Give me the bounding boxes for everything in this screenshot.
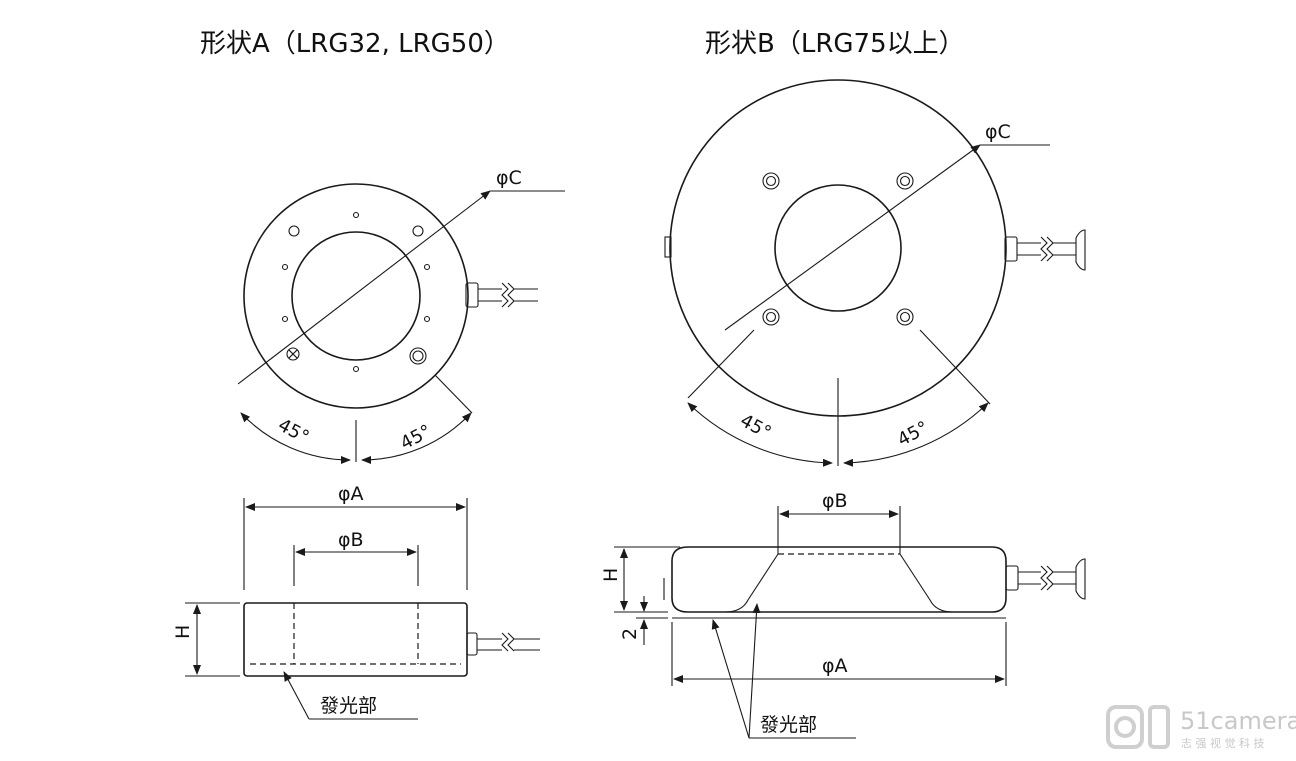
shape-b-hole-tr <box>896 172 914 190</box>
shape-a-outer-ring <box>243 183 469 409</box>
shape-b-angle-arc-right <box>843 402 989 467</box>
watermark-sub: 志 强 视 觉 科 技 <box>1181 736 1264 750</box>
shape-b-emitter-leader-2 <box>748 603 761 739</box>
shape-b-emitter-label: 發光部 <box>760 714 817 736</box>
shape-b-hole-bl <box>762 308 780 326</box>
shape-a-hole <box>352 211 360 219</box>
shape-a-diameter-c-leader <box>237 190 491 385</box>
watermark-logo-icon <box>1106 705 1170 749</box>
shape-a-diameter-a-label: φA <box>338 483 364 505</box>
shape-a-cable <box>465 282 538 308</box>
shape-b-side-cable <box>1005 558 1086 600</box>
shape-a-angle-arc-right <box>361 412 472 464</box>
shape-b-body <box>671 546 1007 613</box>
watermark-brand: 51camera <box>1180 707 1296 735</box>
shape-b-diameter-c-leader <box>724 144 981 331</box>
shape-b-emitter-leader-1 <box>711 619 750 739</box>
shape-a-large-hole <box>409 347 427 365</box>
shape-b-2mm-label: 2 <box>619 628 641 640</box>
shape-a-hole <box>352 365 360 373</box>
watermark: 51camera 志 强 视 觉 科 技 <box>1106 705 1296 750</box>
shape-a-hole <box>281 263 289 271</box>
shape-b-hole-br <box>896 308 914 326</box>
shape-a-hole <box>423 315 431 323</box>
shape-a-body <box>243 602 468 677</box>
shape-a-side-view: φA φB H 發光部 <box>172 483 540 720</box>
shape-b-height-label: H <box>600 568 622 582</box>
shape-b-left-nub <box>664 236 672 258</box>
shape-b-diameter-c-label: φC <box>985 121 1011 143</box>
shape-a-diameter-c-label: φC <box>496 167 522 189</box>
shape-a-title: 形状A（LRG32, LRG50） <box>200 29 510 59</box>
shape-b-angle-left: 45° <box>737 410 775 444</box>
shape-b-cable <box>1004 229 1086 271</box>
shape-b-inner-ring <box>774 184 902 312</box>
shape-b-angle-right: 45° <box>894 417 932 451</box>
shape-b-title: 形状B（LRG75以上） <box>705 29 965 59</box>
shape-a-emitter-label: 發光部 <box>320 695 377 717</box>
shape-a-side-cable <box>466 632 540 656</box>
shape-b-diameter-a-label: φA <box>822 655 848 677</box>
shape-a-inner-ring <box>291 231 421 361</box>
shape-a-ext-line-right <box>434 374 473 414</box>
shape-a-hole <box>281 315 289 323</box>
shape-a-height-label: H <box>172 625 194 639</box>
shape-a-angle-arc-left <box>240 412 351 464</box>
shape-a-hole <box>423 263 431 271</box>
shape-a-top-view: φC 45° 45° <box>237 167 565 464</box>
shape-a-angle-right: 45° <box>397 421 435 455</box>
shape-b-side-view: φB φA H 2 發光部 <box>600 490 1086 739</box>
shape-b-top-view: φC 45° 45° <box>664 79 1086 467</box>
shape-a-diameter-b-label: φB <box>338 529 364 551</box>
shape-a-crossed-hole <box>286 347 300 361</box>
shape-a-hole <box>412 225 424 237</box>
shape-a-emitter-leader <box>283 671 310 720</box>
shape-b-diameter-b-label: φB <box>822 490 848 512</box>
shape-b-hole-tl <box>762 172 780 190</box>
shape-a-hole <box>288 225 300 237</box>
shape-b-angle-arc-left <box>687 402 833 467</box>
